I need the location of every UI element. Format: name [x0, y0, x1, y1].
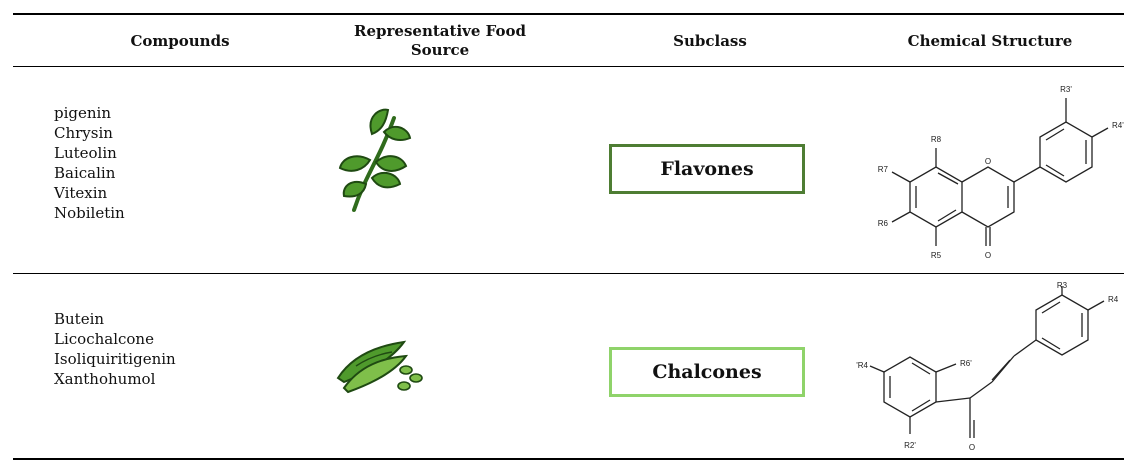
subclass-badge-flavones: Flavones — [609, 144, 805, 194]
list-item: Butein — [54, 310, 105, 328]
compound-list-flavones: pigenin Chrysin Luteolin Baicalin Vitexi… — [54, 103, 125, 223]
label-ring-oxygen: O — [985, 157, 991, 166]
table-top-rule — [13, 13, 1124, 15]
header-rule — [13, 66, 1124, 67]
label-keto-oxygen: O — [969, 443, 975, 452]
list-item: Baicalin — [54, 164, 116, 182]
flavone-structure-diagram: R3' R4' R8 R7 R6 R5 O O — [878, 85, 1124, 260]
label-r6-prime: R6' — [960, 359, 972, 368]
label-r4: R4' — [1112, 121, 1124, 130]
compound-list-chalcones: Butein Licochalcone Isoliquiritigenin Xa… — [54, 309, 176, 389]
header-chemical-structure: Chemical Structure — [907, 32, 1073, 50]
label-r3: R3 — [1057, 281, 1068, 290]
label-r4: R4 — [1108, 295, 1119, 304]
table-bottom-rule — [13, 458, 1124, 460]
list-item: Vitexin — [54, 184, 108, 202]
label-keto-oxygen: O — [985, 251, 991, 260]
label-r4-prime: 'R4 — [856, 361, 868, 370]
subclass-badge-chalcones: Chalcones — [609, 347, 805, 397]
row-separator-rule — [13, 273, 1124, 274]
label-r8: R8 — [931, 135, 942, 144]
list-item: pigenin — [54, 104, 111, 122]
legume-pods-icon — [336, 340, 423, 394]
list-item: Luteolin — [54, 144, 117, 162]
list-item: Isoliquiritigenin — [54, 350, 176, 368]
chalcone-structure-diagram: R3 R4 'R4 R6' R2' O — [856, 281, 1119, 452]
list-item: Xanthohumol — [54, 370, 156, 388]
label-r6: R6 — [878, 219, 889, 228]
label-r3: R3' — [1060, 85, 1072, 94]
herb-sprig-icon — [338, 108, 412, 212]
header-compounds: Compounds — [130, 32, 230, 50]
label-r5: R5 — [931, 251, 942, 260]
header-food-source: Representative Food Source — [354, 22, 526, 59]
list-item: Licochalcone — [54, 330, 154, 348]
header-subclass: Subclass — [673, 32, 747, 50]
label-r7: R7 — [878, 165, 889, 174]
list-item: Chrysin — [54, 124, 113, 142]
list-item: Nobiletin — [54, 204, 125, 222]
label-r2-prime: R2' — [904, 441, 916, 450]
